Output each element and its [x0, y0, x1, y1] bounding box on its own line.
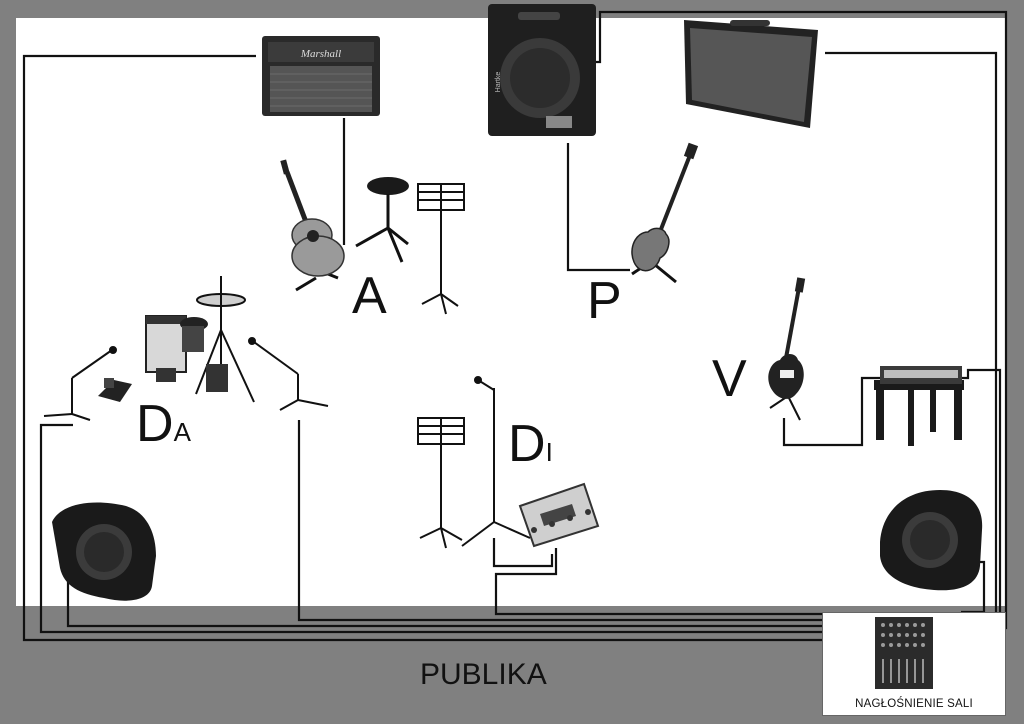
speaker-cabinet-icon [684, 20, 818, 128]
cable-guitar-v [782, 376, 884, 447]
microphone-stand-icon [248, 337, 329, 411]
cable-marshall-mixer [22, 54, 823, 642]
cable-bass-in [566, 143, 630, 272]
audience-label: PUBLIKA [420, 658, 547, 691]
cable-pa-left [66, 568, 823, 628]
multi-effects-pedal-icon [518, 482, 600, 548]
acoustic-guitar-icon [280, 159, 345, 292]
pa-speaker-icon [880, 490, 983, 591]
electric-guitar-icon [768, 277, 806, 421]
bass-amp-icon: Hartke [488, 4, 596, 136]
bass-amp-brand-text: Hartke [495, 72, 502, 93]
cymbal-icon [195, 276, 255, 403]
kick-pedal-icon [98, 378, 132, 402]
cable-drum-mic-left [39, 423, 823, 634]
bass-guitar-icon [631, 142, 699, 284]
label-acoustic-station: A [352, 267, 387, 325]
stage-table-icon [874, 380, 964, 446]
label-guitar-station: V [712, 350, 747, 408]
label-bass-station: P [587, 272, 622, 330]
label-vocal-main: D [508, 415, 546, 473]
amp-brand-text: Marshall [300, 48, 341, 60]
pa-speaker-icon [52, 502, 156, 601]
cable-pedal-mixer [494, 548, 823, 616]
cable-vocal-mic [492, 538, 554, 568]
cajon-icon [145, 315, 208, 382]
cable-drum-mic-right [297, 420, 823, 622]
mixer-box: NAGŁOŚNIENIE SALI [822, 612, 1006, 716]
music-stand-icon [417, 417, 465, 549]
microphone-stand-icon [461, 376, 531, 547]
microphone-stand-icon [43, 346, 117, 421]
label-drums-station: DA [136, 398, 191, 450]
label-drums-main: D [136, 395, 174, 453]
label-vocal-station: DI [508, 418, 553, 470]
mixer-caption: NAGŁOŚNIENIE SALI [855, 698, 973, 710]
mixer-icon [875, 617, 933, 689]
music-stand-icon [417, 183, 465, 315]
guitar-amp-icon: Marshall [262, 36, 380, 116]
amp-head-icon [880, 366, 962, 384]
label-vocal-sub: I [545, 437, 553, 467]
stool-icon [355, 177, 409, 263]
label-drums-sub: A [173, 417, 191, 447]
